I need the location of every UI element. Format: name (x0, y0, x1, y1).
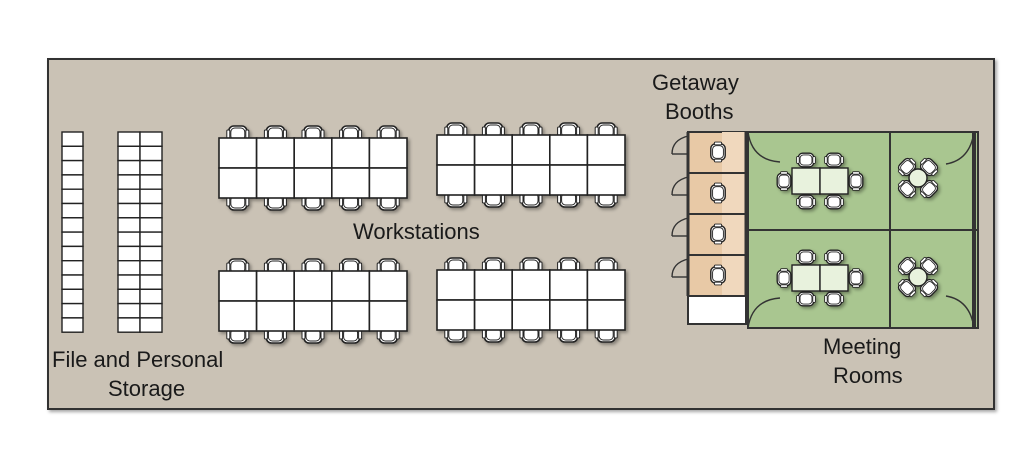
storage-label-line1: File and Personal (52, 347, 224, 372)
booths-label-line2: Booths (665, 99, 734, 124)
chair-icon (710, 182, 726, 204)
meeting-table (776, 249, 864, 307)
file-cabinet-icon (61, 188, 84, 205)
file-cabinet-icon (61, 131, 84, 148)
chair-icon (848, 170, 864, 192)
file-cabinet-icon (139, 188, 163, 205)
file-cabinet-icon (139, 231, 163, 248)
chair-icon (823, 249, 845, 265)
file-cabinet-icon (61, 302, 84, 319)
chair-icon (823, 152, 845, 168)
file-cabinet-icon (117, 174, 141, 190)
meeting-rooms (747, 131, 979, 329)
file-cabinet-icon (61, 274, 84, 291)
meeting-label-line1: Meeting (823, 334, 902, 359)
chair-icon (710, 141, 726, 163)
file-cabinet-icon (117, 260, 141, 276)
workstation-cluster (436, 122, 626, 208)
file-cabinet-icon (117, 131, 141, 148)
file-cabinet-icon (139, 317, 163, 333)
workstation-area (218, 122, 626, 344)
file-cabinet-icon (61, 202, 84, 219)
booths-label-line1: Getaway (652, 70, 739, 95)
file-cabinet-icon (139, 202, 163, 219)
file-cabinet-icon (139, 217, 163, 233)
file-cabinet-icon (139, 145, 163, 162)
chair-icon (823, 291, 845, 307)
file-cabinet-icon (61, 317, 84, 333)
file-cabinet-icon (61, 288, 84, 305)
file-cabinet-icon (117, 159, 141, 176)
file-cabinet-icon (117, 145, 141, 162)
file-cabinet-icon (117, 217, 141, 233)
file-cabinet-icon (61, 217, 84, 233)
workstation-cluster (218, 125, 408, 211)
file-cabinet-icon (139, 302, 163, 319)
file-cabinet-icon (117, 202, 141, 219)
file-cabinet-icon (61, 231, 84, 248)
file-cabinet-icon (117, 188, 141, 205)
file-storage (61, 131, 163, 333)
chair-icon (776, 267, 792, 289)
chair-icon (848, 267, 864, 289)
file-cabinet-icon (61, 159, 84, 176)
file-cabinet-icon (139, 131, 163, 148)
file-cabinet-icon (117, 245, 141, 262)
file-cabinet-icon (139, 274, 163, 291)
chair-icon (710, 223, 726, 245)
round-table-icon (894, 154, 942, 202)
chair-icon (710, 264, 726, 286)
file-cabinet-icon (139, 245, 163, 262)
workstations-label: Workstations (353, 219, 480, 244)
file-cabinet-icon (117, 302, 141, 319)
door-swing-icon (671, 135, 689, 278)
workstation-cluster (218, 258, 408, 344)
meeting-label-line2: Rooms (833, 363, 903, 388)
chair-icon (795, 152, 817, 168)
file-cabinet-icon (117, 274, 141, 291)
round-table-icon (894, 253, 942, 301)
file-cabinet-icon (139, 174, 163, 190)
getaway-booths (671, 131, 748, 325)
chair-icon (823, 194, 845, 210)
file-cabinet-icon (139, 159, 163, 176)
file-cabinet-icon (139, 288, 163, 305)
chair-icon (776, 170, 792, 192)
file-cabinet-icon (139, 260, 163, 276)
storage-label-line2: Storage (108, 376, 186, 401)
chair-icon (795, 249, 817, 265)
file-cabinet-icon (61, 145, 84, 162)
file-cabinet-icon (61, 245, 84, 262)
chair-icon (795, 291, 817, 307)
file-cabinet-icon (117, 317, 141, 333)
file-cabinet-icon (61, 260, 84, 276)
workstation-cluster (436, 257, 626, 343)
chair-icon (795, 194, 817, 210)
file-cabinet-icon (117, 288, 141, 305)
meeting-table (776, 152, 864, 210)
file-cabinet-icon (117, 231, 141, 248)
file-cabinet-icon (61, 174, 84, 190)
